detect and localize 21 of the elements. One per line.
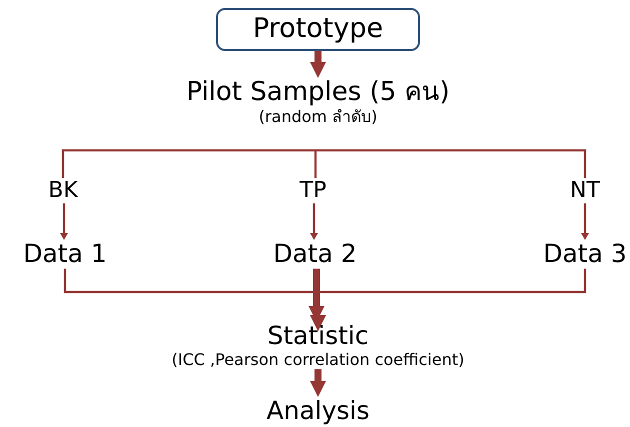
arrow [310, 203, 318, 240]
arrow [310, 268, 586, 331]
node-label: Analysis [266, 397, 370, 426]
node-label: BK [48, 178, 78, 204]
node-label: Data 3 [543, 240, 627, 269]
node-label: Data 1 [23, 240, 107, 269]
connector-line [318, 149, 586, 178]
node-label: Statistic [266, 322, 370, 351]
node-label: Pilot Samples (5 คน) [186, 78, 450, 108]
arrow [60, 203, 68, 240]
node-note: (random ลำดับ) [258, 108, 378, 126]
node-note: (ICC ,Pearson correlation coefficient) [172, 350, 464, 370]
arrow [310, 51, 326, 78]
arrow [310, 369, 326, 397]
node-label: NT [570, 178, 600, 204]
connector-line [62, 149, 318, 178]
node-label: TP [300, 178, 326, 204]
connector-line [314, 150, 317, 178]
arrow [581, 203, 589, 240]
node-label: Data 2 [273, 240, 357, 269]
process-box: Prototype [216, 8, 420, 52]
